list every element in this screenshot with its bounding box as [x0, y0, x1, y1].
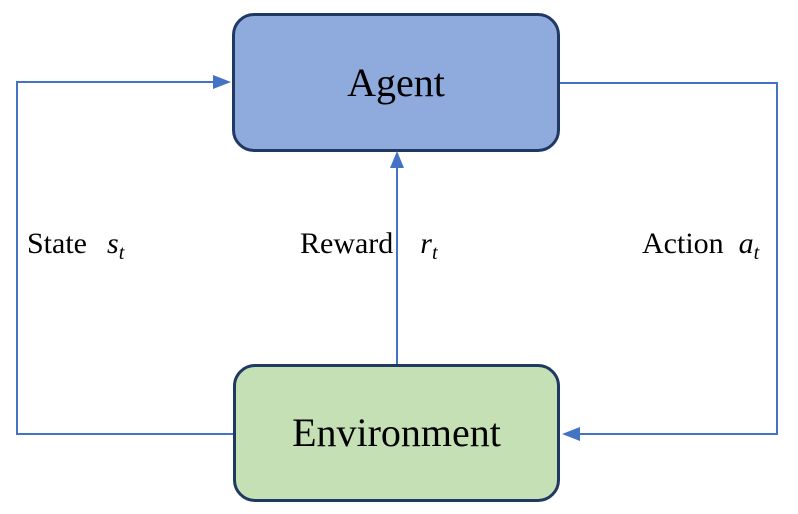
state-word: State	[27, 227, 87, 260]
reward-label: Reward rt	[300, 227, 438, 264]
action-arrow	[560, 82, 778, 441]
action-word: Action	[642, 227, 724, 260]
action-variable: at	[738, 227, 760, 264]
reward-word: Reward	[300, 227, 394, 260]
environment-label: Environment	[292, 410, 501, 455]
agent-box: Agent	[232, 13, 560, 152]
reward-variable: rt	[420, 227, 438, 264]
agent-label: Agent	[347, 59, 445, 105]
state-label: State st	[27, 227, 125, 264]
environment-box: Environment	[233, 364, 560, 502]
action-label: Action at	[642, 227, 760, 264]
state-variable: st	[107, 227, 125, 264]
